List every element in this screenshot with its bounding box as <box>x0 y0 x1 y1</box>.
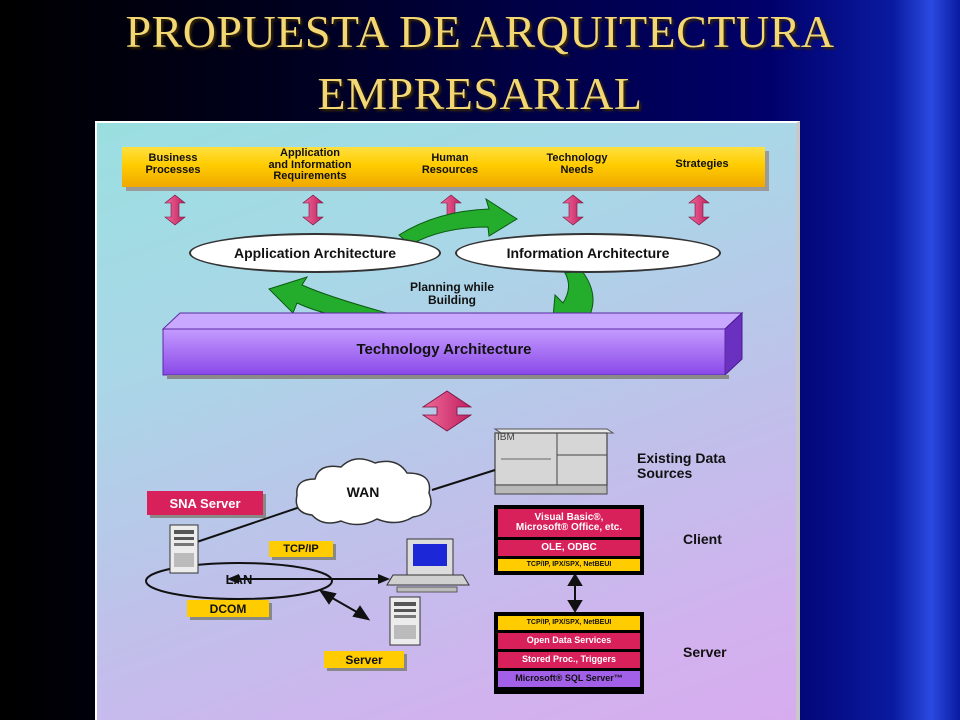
technology-architecture-bar <box>161 311 744 379</box>
double-arrow-icon <box>318 589 371 621</box>
label-business-processes: Business Processes <box>145 152 201 176</box>
green-cycle-arrow-icon <box>398 197 518 246</box>
server-stack-label: Server <box>683 644 727 660</box>
client-layer-ole-odbc: OLE, ODBC <box>498 540 640 556</box>
network-link-lines <box>181 469 496 580</box>
desktop-computer-icon <box>386 538 470 593</box>
double-arrow-icon <box>164 194 710 226</box>
double-arrow-icon <box>421 390 473 432</box>
server-stack: TCP/IP, IPX/SPX, NetBEUI Open Data Servi… <box>494 612 644 694</box>
mainframe-icon <box>493 428 615 495</box>
label-application-information-requirements: Application and Information Requirements <box>268 147 352 183</box>
information-architecture-ellipse: Information Architecture <box>455 233 721 273</box>
server-layer-stored-procedures: Stored Proc., Triggers <box>498 652 640 668</box>
diagram-graphics <box>145 194 744 646</box>
sna-server-label: SNA Server <box>147 491 263 515</box>
server-tower-icon <box>169 524 199 574</box>
dcom-label: DCOM <box>187 600 269 617</box>
architecture-diagram: Business Processes Application and Infor… <box>95 121 800 720</box>
ibm-label: IBM <box>497 432 515 443</box>
client-layer-protocols: TCP/IP, IPX/SPX, NetBEUI <box>498 559 640 571</box>
label-strategies: Strategies <box>675 158 729 170</box>
label-human-resources: Human Resources <box>421 152 479 176</box>
existing-data-sources-label: Existing Data Sources <box>637 450 726 481</box>
server-tower-icon <box>389 596 421 646</box>
server-label: Server <box>324 651 404 668</box>
application-architecture-ellipse: Application Architecture <box>189 233 441 273</box>
slide-title-line-2: EMPRESARIAL <box>317 68 643 119</box>
tcpip-label: TCP/IP <box>269 541 333 557</box>
client-layer-visual-basic: Visual Basic®, Microsoft® Office, etc. <box>498 509 640 537</box>
wan-label: WAN <box>346 484 380 500</box>
double-arrow-icon <box>567 573 583 613</box>
technology-architecture-label: Technology Architecture <box>356 341 532 358</box>
lan-label: LAN <box>225 572 253 587</box>
server-layer-protocols: TCP/IP, IPX/SPX, NetBEUI <box>498 616 640 630</box>
client-stack: Visual Basic®, Microsoft® Office, etc. O… <box>494 505 644 575</box>
label-technology-needs: Technology Needs <box>546 152 608 176</box>
business-drivers-bar: Business Processes Application and Infor… <box>122 147 765 187</box>
server-layer-open-data-services: Open Data Services <box>498 633 640 649</box>
cloud-icon <box>295 458 432 526</box>
client-label: Client <box>683 531 722 547</box>
slide-title-line-1: PROPUESTA DE ARQUITECTURA <box>125 6 835 57</box>
lan-ring <box>145 562 333 600</box>
double-arrow-icon <box>227 574 390 584</box>
server-layer-sql-server: Microsoft® SQL Server™ <box>498 671 640 687</box>
planning-while-building-label: Planning while Building <box>409 280 494 307</box>
